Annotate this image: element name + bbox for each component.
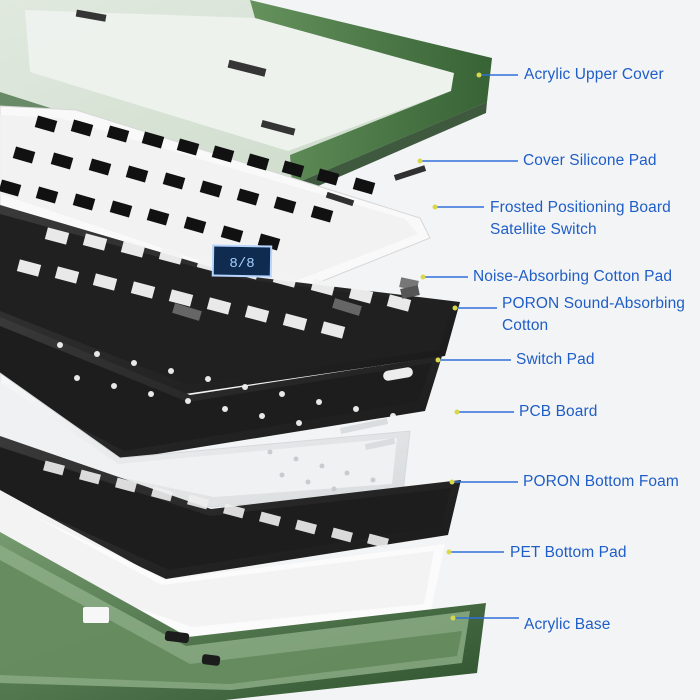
screen-text: 8/8 (229, 256, 254, 272)
base-label-tag (83, 607, 109, 623)
screen (211, 244, 273, 278)
acrylic-upper-cover-layer (0, 0, 492, 196)
black-noise-absorbing-layer: 8/8 (0, 205, 460, 394)
poron-bottom-foam-layer (0, 436, 461, 579)
leader-dots (417, 72, 482, 621)
leader-lines (420, 74, 519, 619)
acrylic-base-layer (0, 532, 486, 700)
frosted-positioning-board-layer (0, 105, 431, 301)
switch-pad-layer (0, 317, 442, 460)
